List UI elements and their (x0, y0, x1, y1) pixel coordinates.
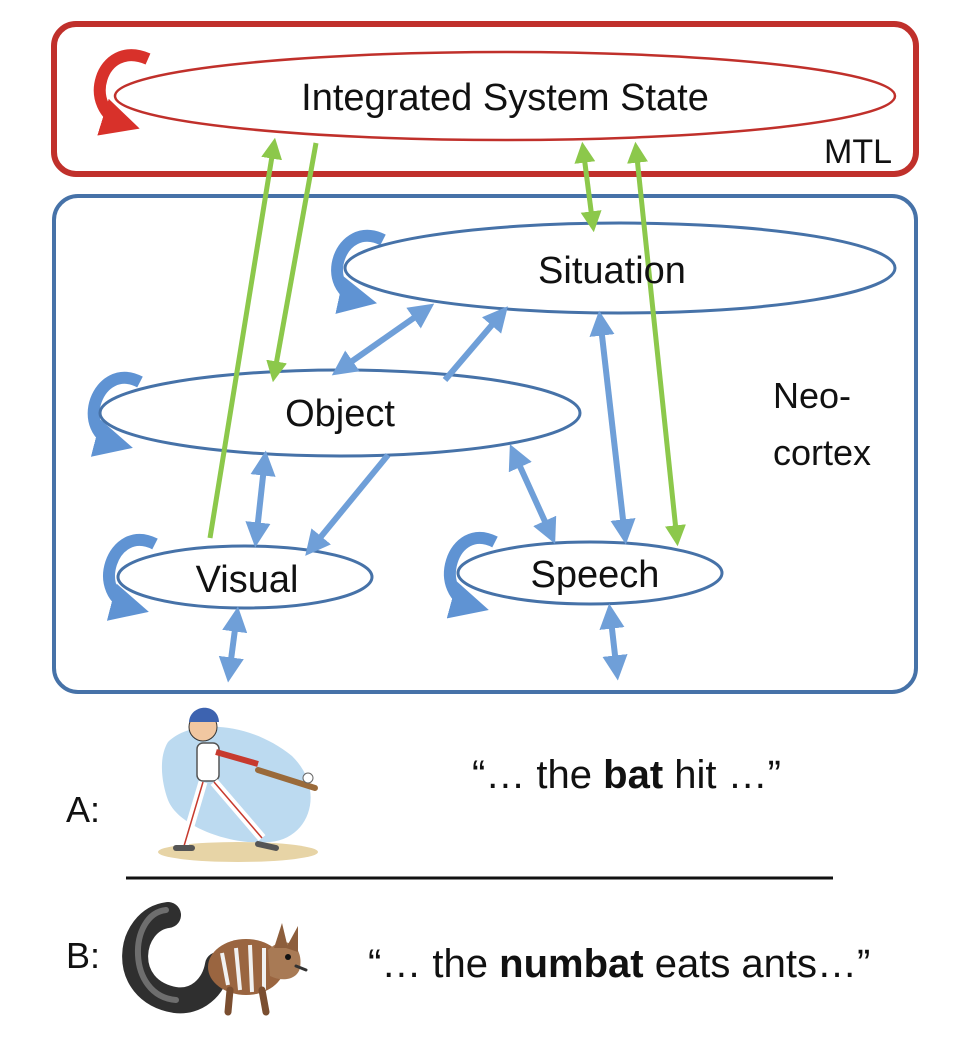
blue-arrow-speech-input (599, 603, 628, 681)
baseball-batter-icon (158, 707, 318, 862)
visual-self-loop-icon (103, 534, 158, 621)
neocortex-label-line2: cortex (773, 432, 871, 473)
blue-arrow-object-to-visual (305, 453, 391, 556)
example-a-quote: “… the bat hit …” (472, 753, 781, 798)
example-b-label: B: (66, 935, 100, 976)
visual-label: Visual (196, 559, 299, 601)
example-a-quote-pre: “… the (472, 753, 604, 797)
example-a-label: A: (66, 789, 100, 830)
neocortex-region-box (52, 194, 918, 694)
blue-arrow-situation-speech (589, 310, 636, 545)
blue-arrow-object-to-situation (442, 306, 508, 382)
green-arrow-integrated-to-speech (627, 141, 686, 547)
example-a-quote-post: hit …” (663, 753, 781, 797)
object-label: Object (285, 393, 395, 435)
speech-label: Speech (531, 554, 660, 596)
mtl-label: MTL (824, 133, 892, 171)
example-b-quote-post: eats ants…” (643, 942, 871, 986)
example-b-quote-bold: numbat (499, 942, 644, 986)
example-b-quote-pre: “… the (368, 942, 500, 986)
blue-arrow-object-situation (331, 303, 435, 376)
object-self-loop-icon (87, 371, 143, 457)
numbat-icon (122, 902, 308, 1016)
speech-self-loop-icon (444, 532, 498, 619)
integrated-self-loop-icon (93, 49, 151, 136)
green-arrow-integrated-situation (574, 141, 602, 233)
green-arrow-visual-to-integrated (207, 137, 283, 539)
green-arrow-integrated-to-object (266, 142, 319, 383)
example-b-quote: “… the numbat eats ants…” (368, 942, 870, 987)
blue-arrow-object-visual (245, 450, 276, 548)
situation-self-loop-icon (331, 229, 386, 314)
blue-arrow-object-speech (508, 444, 557, 544)
blue-arrow-visual-input (218, 606, 248, 683)
integrated-system-state-node (113, 50, 897, 142)
example-a-quote-bold: bat (603, 753, 664, 797)
integrated-system-state-label: Integrated System State (301, 77, 709, 119)
neocortex-label-line1: Neo- (773, 375, 851, 416)
mtl-region-box (51, 21, 919, 177)
situation-label: Situation (538, 250, 686, 292)
